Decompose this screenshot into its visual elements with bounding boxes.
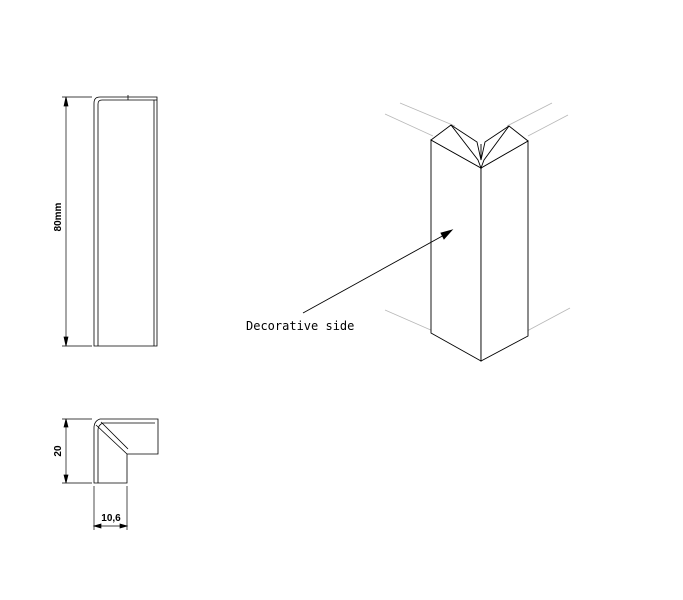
depth-arrow-bottom [63, 474, 69, 484]
width-arrow-right [119, 523, 129, 529]
plan-view [93, 418, 159, 484]
height-arrow-bottom [63, 336, 69, 347]
plan-view-diagonal-2 [100, 421, 129, 450]
callout-arrow [302, 229, 454, 314]
width-dimension-label: 10,6 [101, 513, 121, 524]
plan-view-outline [93, 418, 159, 484]
plan-view-inner-edge [97, 422, 155, 483]
depth-dimension-label: 20 [53, 445, 64, 457]
wall-guide-lines [384, 102, 571, 332]
depth-dimension [62, 418, 92, 484]
iso-left-face [430, 139, 482, 362]
isometric-view [430, 124, 529, 362]
height-dimension-label: 80mm [53, 202, 64, 231]
front-view-inner-edge [97, 99, 157, 346]
front-view [93, 95, 158, 347]
plan-view-diagonal-1 [95, 424, 128, 455]
height-arrow-top [63, 96, 69, 107]
height-dimension [62, 96, 92, 347]
decorative-side-label: Decorative side [246, 319, 354, 333]
iso-top-left-flange [430, 124, 482, 169]
width-dimension [92, 486, 129, 530]
depth-arrow-top [63, 418, 69, 428]
iso-right-face [480, 140, 529, 362]
callout-arrowhead [440, 229, 454, 240]
width-arrow-left [92, 523, 102, 529]
front-view-outline [93, 96, 158, 347]
